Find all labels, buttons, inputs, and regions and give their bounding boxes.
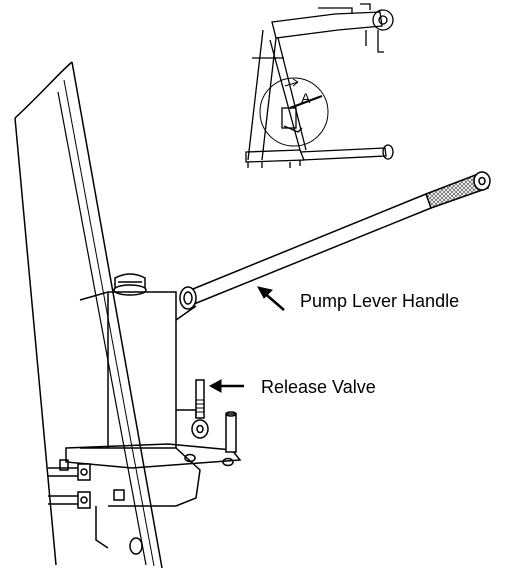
pump-lever-handle-label: Pump Lever Handle: [300, 291, 460, 311]
pump-lever-handle: [179, 171, 491, 310]
release-valve-label: Release Valve: [261, 377, 376, 397]
detail-marker-label: A: [301, 90, 311, 106]
inset-overview: [245, 3, 394, 168]
release-valve-arrow: [208, 379, 244, 393]
release-valve: [191, 379, 209, 439]
pump-lever-arrow: [257, 286, 285, 311]
base-plate: [48, 411, 242, 555]
pump-body: [79, 273, 201, 549]
mast-plate: [14, 61, 163, 569]
